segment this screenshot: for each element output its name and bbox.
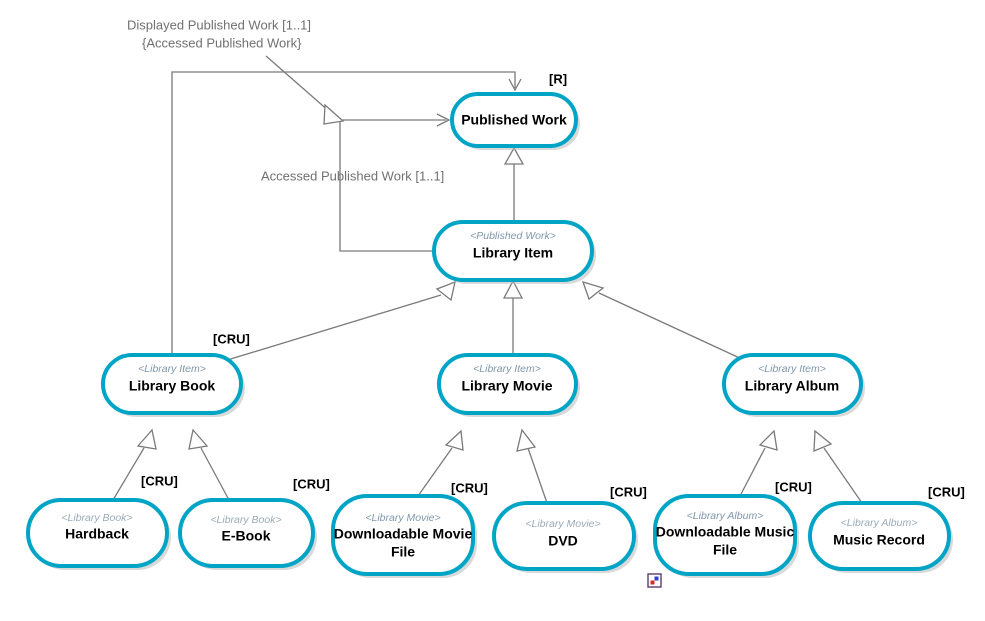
arrowhead-generalization-library-item-center [502,279,524,299]
node-label-library-item: Library Item [473,245,553,261]
arrowhead-generalization-library-movie-right [516,428,537,452]
node-stereotype-music-record: <Library Album> [841,517,918,529]
arrowhead-generalization-library-book-right [188,428,209,450]
assoc-label-displayed-published-work-line1[interactable]: Displayed Published Work [1..1] [127,17,311,32]
arrowhead-generalization-library-album-left [758,429,778,451]
assoc-label-accessed-published-work[interactable]: Accessed Published Work [1..1] [261,168,444,183]
arrowhead-open-published-work-left [436,113,451,127]
node-library-movie[interactable]: <Library Item> Library Movie [437,353,580,417]
marker-quadrant-top-left [650,576,655,581]
edge-downloadable-movie-file-to-library-movie[interactable] [417,447,453,497]
node-stereotype-library-book: <Library Item> [138,363,206,375]
node-label-hardback: Hardback [65,526,129,542]
node-stereotype-library-album: <Library Item> [758,363,826,375]
edge-label-cru-library-book[interactable]: [CRU] [213,331,250,346]
node-stereotype-dvd: <Library Movie> [525,518,600,530]
assoc-label-displayed-published-work-line2[interactable]: {Accessed Published Work} [142,35,302,50]
node-shape [331,494,475,576]
edge-dvd-to-library-movie[interactable] [527,447,548,504]
node-label-music-record: Music Record [833,532,925,548]
arrowhead-generalization-library-movie-left [444,429,464,451]
node-label-downloadable-movie-file-line1: Downloadable Movie [334,526,473,542]
node-library-book[interactable]: <Library Item> Library Book [101,353,245,417]
resize-handle-marker-icon[interactable] [647,573,662,588]
arrowhead-generalization-library-album-right [813,429,833,452]
node-label-published-work: Published Work [461,112,567,128]
node-hardback[interactable]: <Library Book> Hardback [26,498,171,570]
edge-label-cru-e-book[interactable]: [CRU] [293,476,330,491]
node-label-downloadable-music-file-line2: File [713,542,737,558]
edge-labels: [R] [CRU] [CRU] [CRU] [CRU] [CRU] [CRU] … [141,71,965,499]
node-stereotype-library-item: <Published Work> [470,230,556,242]
marker-quadrant-bottom-right [654,580,659,585]
node-library-item[interactable]: <Published Work> Library Item [432,220,596,284]
node-shape [808,501,951,571]
connectors: Published Work (generalization, vertical… [112,55,863,504]
node-label-downloadable-music-file-line1: Downloadable Music [656,524,795,540]
arrowhead-generalization-library-item-left [435,280,456,302]
node-label-downloadable-movie-file-line2: File [391,544,415,560]
edge-displayed-published-work[interactable] [171,71,516,358]
edge-hardback-to-library-book[interactable] [112,447,145,501]
edge-label-cru-dvd[interactable]: [CRU] [610,484,647,499]
arrowhead-open-published-work-top [508,78,522,92]
node-e-book[interactable]: <Library Book> E-Book [178,498,317,570]
node-published-work[interactable]: Published Work [450,92,580,150]
node-downloadable-music-file[interactable]: <Library Album> Downloadable Music File [653,494,799,578]
node-shape [101,353,243,415]
association-labels: Displayed Published Work [1..1] {Accesse… [127,17,444,183]
node-stereotype-downloadable-movie-file: <Library Movie> [365,512,440,524]
node-shape [432,220,594,282]
node-stereotype-downloadable-music-file: <Library Album> [687,510,764,522]
marker-quadrant-bottom-left [650,580,655,585]
edge-music-record-to-library-album[interactable] [823,447,863,504]
node-stereotype-hardback: <Library Book> [61,512,132,524]
arrowhead-generalization-library-item-right [581,281,605,301]
node-music-record[interactable]: <Library Album> Music Record [808,501,953,573]
node-shape [437,353,578,415]
node-library-album[interactable]: <Library Item> Library Album [722,353,865,417]
edge-label-cru-hardback[interactable]: [CRU] [141,473,178,488]
edge-diagonal-to-triangle[interactable] [265,55,331,113]
edge-label-cru-downloadable-music-file[interactable]: [CRU] [775,479,812,494]
edge-accessed-published-work[interactable] [339,119,446,252]
edge-label-cru-music-record[interactable]: [CRU] [928,484,965,499]
marker-quadrant-top-right [654,576,659,581]
node-stereotype-library-movie: <Library Item> [473,363,541,375]
edge-label-cru-downloadable-movie-file[interactable]: [CRU] [451,480,488,495]
node-shape [178,498,315,568]
node-shape [492,501,636,571]
edge-downloadable-music-file-to-library-album[interactable] [739,447,766,497]
arrowhead-generalization-published-work [503,146,525,165]
node-shape [722,353,863,415]
edge-library-book-to-library-item[interactable] [210,294,442,366]
node-label-library-movie: Library Movie [461,378,552,394]
node-dvd[interactable]: <Library Movie> DVD [492,501,638,573]
node-stereotype-e-book: <Library Book> [210,514,281,526]
edge-e-book-to-library-book[interactable] [200,447,230,501]
node-shape [653,494,797,576]
node-label-e-book: E-Book [222,528,271,544]
node-label-library-book: Library Book [129,378,216,394]
node-label-dvd: DVD [548,533,578,549]
node-label-library-album: Library Album [745,378,839,394]
node-downloadable-movie-file[interactable]: <Library Movie> Downloadable Movie File [331,494,477,578]
node-shape [26,498,169,568]
edge-label-r-published-work[interactable]: [R] [549,71,567,86]
arrowhead-generalization-upper-left [323,103,345,125]
node-shape [450,92,578,148]
arrowhead-generalization-library-book-left [136,428,157,450]
edge-library-album-to-library-item[interactable] [598,292,745,361]
